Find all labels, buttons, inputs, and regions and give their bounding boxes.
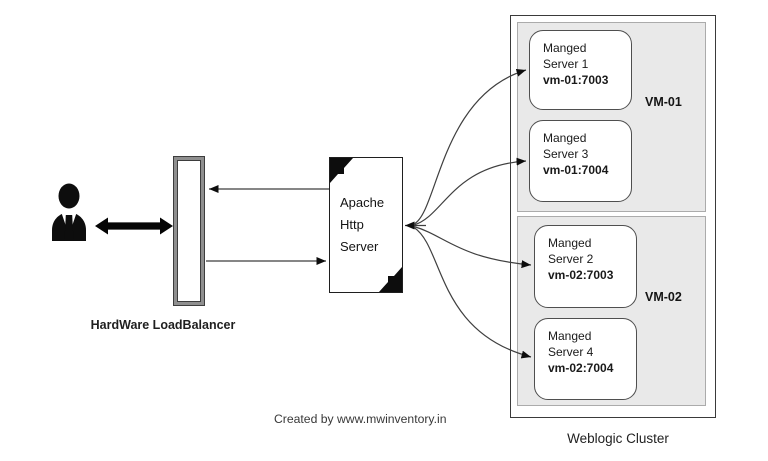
managed-server-box: Manged Server 4 vm-02:7004 <box>534 318 637 400</box>
credit-text: Created by www.mwinventory.in <box>274 412 447 426</box>
vm-02-label: VM-02 <box>645 290 682 304</box>
server-name: Manged Server 2 <box>548 236 594 266</box>
server-address: vm-01:7003 <box>543 73 609 87</box>
folded-corner-icon <box>379 266 402 292</box>
apache-http-server-box: Apache Http Server <box>329 157 403 293</box>
vm-01-panel: Manged Server 1 vm-01:7003 Manged Server… <box>517 22 706 212</box>
server-address: vm-02:7004 <box>548 361 614 375</box>
apache-server-label: Apache Http Server <box>340 195 385 254</box>
person-icon <box>52 183 86 241</box>
managed-server-box: Manged Server 3 vm-01:7004 <box>529 120 632 202</box>
managed-server-box: Manged Server 2 vm-02:7003 <box>534 225 637 308</box>
server-name: Manged Server 3 <box>543 131 589 161</box>
weblogic-cluster-box: Manged Server 1 vm-01:7003 Manged Server… <box>510 15 716 418</box>
server-name: Manged Server 1 <box>543 41 589 71</box>
vm-02-panel: Manged Server 2 vm-02:7003 Manged Server… <box>517 216 706 406</box>
user-loadbalancer-arrow <box>95 217 173 235</box>
hardware-loadbalancer-inner <box>177 160 201 302</box>
hardware-loadbalancer-box <box>173 156 205 306</box>
folded-corner-icon <box>330 158 353 183</box>
server-name: Manged Server 4 <box>548 329 594 359</box>
server-address: vm-01:7004 <box>543 163 609 177</box>
managed-server-box: Manged Server 1 vm-01:7003 <box>529 30 632 110</box>
vm-01-label: VM-01 <box>645 95 682 109</box>
server-address: vm-02:7003 <box>548 268 614 282</box>
loadbalancer-label: HardWare LoadBalancer <box>90 318 236 332</box>
cluster-label: Weblogic Cluster <box>567 431 669 446</box>
